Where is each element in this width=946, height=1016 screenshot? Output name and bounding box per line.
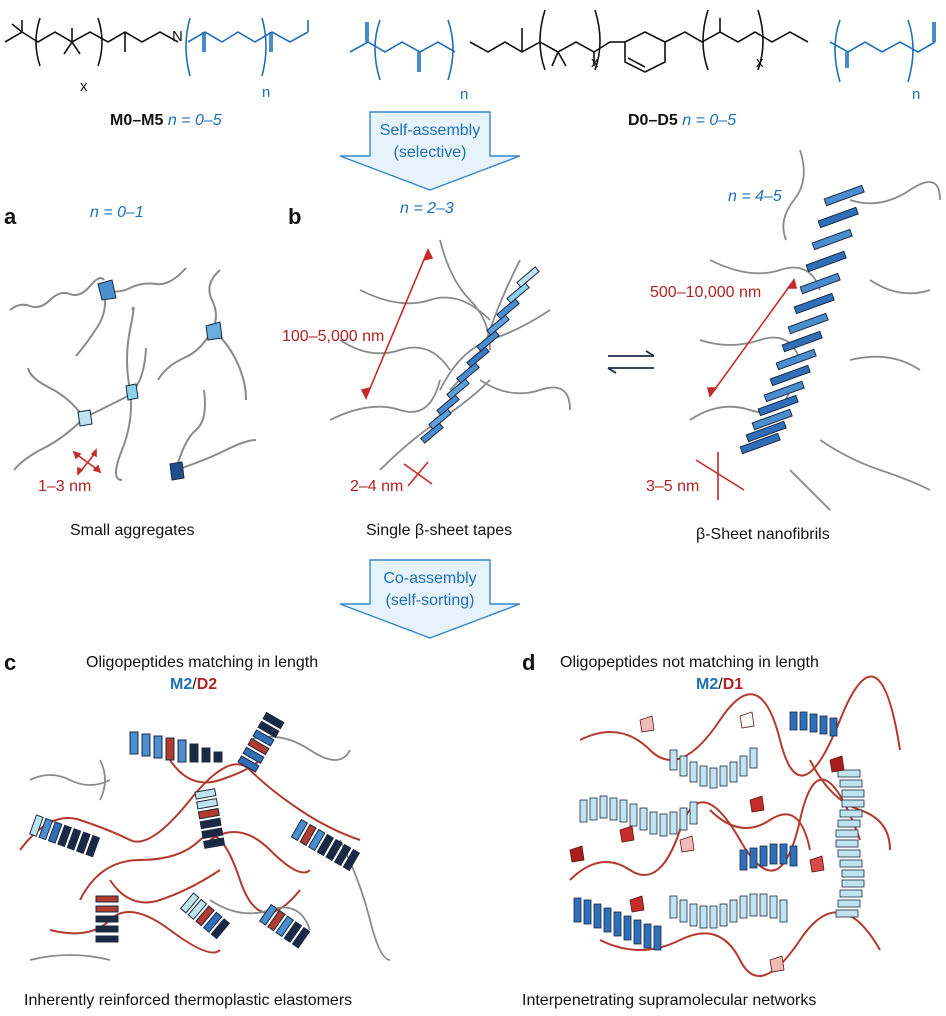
panel-c-network [19, 711, 391, 961]
dimer-x-subscript-left: x [591, 54, 599, 71]
panel-b-length-left: 100–5,000 nm [282, 328, 385, 345]
panel-b-width-right: 3–5 nm [646, 478, 700, 495]
beta-sheet-tape [329, 239, 571, 487]
co-assembly-label-2: (self-sorting) [385, 592, 475, 609]
monomer-name: M0–M5 [110, 112, 164, 129]
panel-a-size: 1–3 nm [38, 478, 92, 495]
panel-b-caption-left: Single β-sheet tapes [366, 522, 513, 539]
panel-c-mix-b: D2 [196, 676, 218, 693]
panel-b-length-right: 500–10,000 nm [650, 284, 762, 301]
monomer-nh: N [172, 28, 183, 45]
panel-a-letter: a [4, 204, 17, 229]
panel-b-range-right: n = 4–5 [728, 188, 782, 205]
self-assembly-label-2: (selective) [393, 144, 467, 161]
panel-c-mix-a: M2 [170, 676, 193, 693]
panel-d-caption: Interpenetrating supramolecular networks [522, 992, 817, 1009]
panel-d-title: Oligopeptides not matching in length [560, 654, 819, 671]
panel-d-mix-a: M2 [696, 676, 719, 693]
panel-b-width-left: 2–4 nm [350, 478, 404, 495]
co-assembly-label-1: Co-assembly [383, 570, 477, 587]
equilibrium-arrows [607, 350, 655, 374]
monomer-structure [4, 17, 309, 77]
dimer-n-subscript-left: n [460, 86, 469, 103]
dimer-x-subscript-right: x [756, 54, 764, 71]
dimer-name: D0–D5 [628, 112, 678, 129]
panel-a-range: n = 0–1 [90, 204, 144, 221]
monomer-n-subscript: n [262, 84, 271, 101]
panel-c-mix: M2/D2 [170, 676, 217, 694]
panel-a-illustration [9, 267, 257, 481]
dimer-label: D0–D5 n = 0–5 [628, 112, 736, 130]
panel-a-caption: Small aggregates [70, 522, 195, 539]
dimer-structure [349, 9, 936, 83]
co-assembly-arrow [339, 559, 521, 639]
panel-b-range-left: n = 2–3 [400, 200, 454, 217]
panel-d-letter: d [522, 650, 536, 675]
panel-b-letter: b [288, 204, 302, 229]
panel-c-title: Oligopeptides matching in length [86, 654, 319, 671]
panel-c-caption: Inherently reinforced thermoplastic elas… [24, 992, 353, 1009]
dimer-range: n = 0–5 [682, 112, 737, 129]
panel-b-caption-right: β-Sheet nanofibrils [696, 526, 830, 543]
monomer-label: M0–M5 n = 0–5 [110, 112, 222, 130]
monomer-x-subscript: x [80, 78, 88, 95]
panel-d-mix: M2/D1 [696, 676, 743, 694]
panel-d-network [569, 675, 901, 977]
panel-c-letter: c [4, 650, 17, 675]
self-assembly-label-1: Self-assembly [379, 122, 481, 139]
self-assembly-arrow [339, 111, 521, 191]
beta-sheet-nanofibril [689, 149, 941, 511]
panel-d-mix-b: D1 [722, 676, 744, 693]
dimer-n-subscript-right: n [912, 86, 921, 103]
panel-d-slash: / [718, 676, 723, 693]
monomer-range: n = 0–5 [167, 112, 222, 129]
panel-c-slash: / [192, 676, 197, 693]
